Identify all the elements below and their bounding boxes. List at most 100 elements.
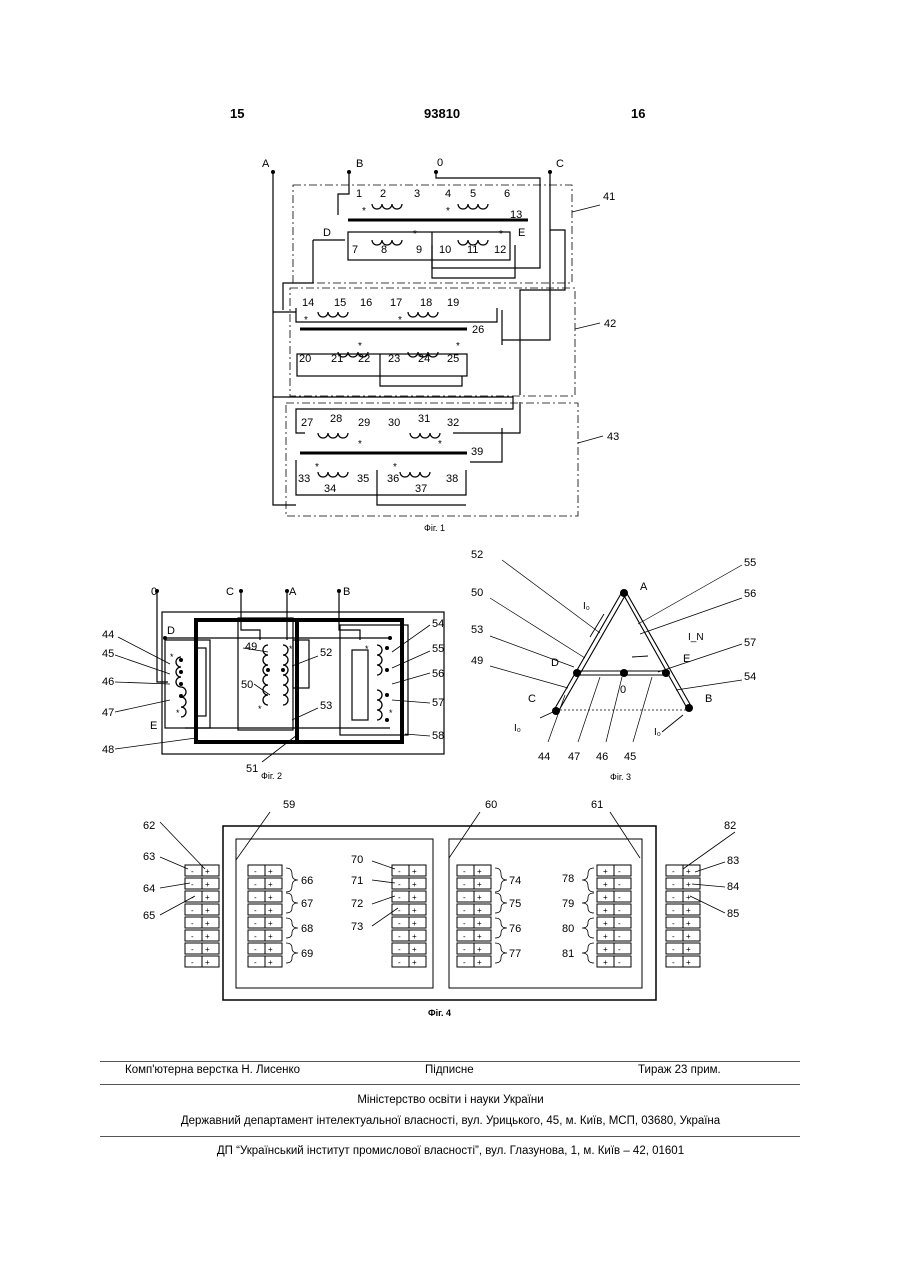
ref-label-fig2-labels-2: 46 <box>102 676 114 688</box>
ref-label-fig4-labels-7: 66 <box>301 875 313 887</box>
footer-ministry: Міністерство освіти і науки України <box>0 1094 901 1106</box>
ref-label-fig4-labels-10: 69 <box>301 948 313 960</box>
ref-label-fig3-labels-9: 47 <box>568 751 580 763</box>
svg-text:*: * <box>258 704 262 714</box>
figure-3: A B C D E 0 I₀ I₀ I₀ I_N 52 50 53 49 55 … <box>471 549 756 782</box>
ref-label-fig4-labels-26: 85 <box>727 908 739 920</box>
ref-label-fig4-labels-11: 70 <box>351 854 363 866</box>
fig1-terminal-e: E <box>518 227 525 239</box>
footer-rule-2 <box>100 1084 800 1085</box>
ref-label-fig4-labels-0: 59 <box>283 799 295 811</box>
ref-label-fig3-labels-0: 52 <box>471 549 483 561</box>
ref-label-fig1-t1-row2-0: 7 <box>352 244 358 256</box>
ref-label-fig4-labels-21: 80 <box>562 923 574 935</box>
footer-circulation: Тираж 23 прим. <box>638 1064 721 1076</box>
ref-label-fig1-t1-row1-4: 5 <box>470 188 476 200</box>
ref-label-fig4-labels-16: 75 <box>509 898 521 910</box>
ref-label-fig4-labels-5: 64 <box>143 883 155 895</box>
fig2-terminal-a: A <box>289 586 297 598</box>
ref-label-fig1-t3-row2-2: 35 <box>357 473 369 485</box>
fig3-vertex-d: D <box>551 657 559 669</box>
ref-label-fig2-labels-8: 52 <box>320 647 332 659</box>
ref-label-fig4-labels-17: 76 <box>509 923 521 935</box>
ref-label-fig1-t2-row2-0: 20 <box>299 353 311 365</box>
fig1-terminal-b: B <box>356 158 363 170</box>
footer-signed: Підписне <box>425 1064 474 1076</box>
svg-text:*: * <box>446 206 450 217</box>
ref-label-fig1-t2-row2-1: 21 <box>331 353 343 365</box>
ref-label-fig3-labels-6: 57 <box>744 637 756 649</box>
ref-label-fig1-t2-core: 26 <box>472 324 484 336</box>
ref-label-fig2-labels-6: 50 <box>241 679 253 691</box>
ref-label-fig1-t3-core: 39 <box>471 446 483 458</box>
ref-label-fig4-labels-8: 67 <box>301 898 313 910</box>
figure-4: 59 60 61 62 63 64 65 66 67 68 69 70 71 7… <box>143 799 739 1018</box>
ref-label-fig1-t3-row1-4: 31 <box>418 413 430 425</box>
fig2-terminal-e: E <box>150 720 157 732</box>
ref-label-fig2-labels-1: 45 <box>102 648 114 660</box>
ref-label-fig2-labels-10: 54 <box>432 618 444 630</box>
svg-text:*: * <box>304 315 308 326</box>
ref-label-fig1-t1-row1-3: 4 <box>445 188 451 200</box>
fig2-terminal-d: D <box>167 625 175 637</box>
ref-label-fig4-labels-13: 72 <box>351 898 363 910</box>
ref-label-fig1-t3-row2-0: 33 <box>298 473 310 485</box>
footer-department: Державний департамент інтелектуальної вл… <box>0 1115 901 1127</box>
fig3-current-c: I₀ <box>514 723 521 734</box>
fig3-caption: Фіг. 3 <box>610 772 631 782</box>
ref-label-fig3-labels-3: 49 <box>471 655 483 667</box>
fig4-caption: Фіг. 4 <box>428 1008 451 1018</box>
ref-label-fig2-labels-13: 57 <box>432 697 444 709</box>
fig1-terminal-c: C <box>556 158 564 170</box>
ref-label-fig1-t1-core: 13 <box>510 209 522 221</box>
svg-text:*: * <box>365 644 369 654</box>
svg-text:*: * <box>176 708 180 718</box>
ref-label-fig1-t2-row1-0: 14 <box>302 297 314 309</box>
ref-label-fig1-t1-row2-5: 12 <box>494 244 506 256</box>
ref-label-fig4-labels-18: 77 <box>509 948 521 960</box>
ref-label-fig4-labels-22: 81 <box>562 948 574 960</box>
ref-label-fig1-t2-row1-1: 15 <box>334 297 346 309</box>
ref-label-fig1-t2-row1-4: 18 <box>420 297 432 309</box>
ref-label-fig3-labels-10: 46 <box>596 751 608 763</box>
ref-label-fig1-t2-row2-3: 23 <box>388 353 400 365</box>
figure-1: A B 0 C 41 42 43 <box>262 157 619 533</box>
ref-label-fig2-labels-3: 47 <box>102 707 114 719</box>
fig2-caption: Фіг. 2 <box>261 771 282 781</box>
ref-label-fig4-labels-25: 84 <box>727 881 739 893</box>
ref-label-fig2-labels-11: 55 <box>432 643 444 655</box>
ref-label-fig1-t3-row2-5: 38 <box>446 473 458 485</box>
ref-label-fig1-t3-row1-5: 32 <box>447 417 459 429</box>
ref-label-fig1-t2-row1-5: 19 <box>447 297 459 309</box>
svg-text:*: * <box>438 439 442 450</box>
ref-label-fig4-labels-23: 82 <box>724 820 736 832</box>
ref-label-fig1-t1-row1-0: 1 <box>356 188 362 200</box>
footer-rule-3 <box>100 1136 800 1137</box>
ref-label-fig1-t1-row2-4: 11 <box>467 244 478 256</box>
ref-label-fig1-t2-row1-2: 16 <box>360 297 372 309</box>
svg-text:*: * <box>389 708 393 718</box>
fig1-ref-43: 43 <box>607 431 619 443</box>
ref-label-fig1-t1-row1-1: 2 <box>380 188 386 200</box>
ref-label-fig4-labels-15: 74 <box>509 875 521 887</box>
ref-label-fig3-labels-11: 45 <box>624 751 636 763</box>
ref-label-fig2-labels-0: 44 <box>102 629 114 641</box>
footer-layout: Комп'ютерна верстка Н. Лисенко <box>125 1064 300 1076</box>
fig1-ref-42: 42 <box>604 318 616 330</box>
ref-label-fig4-labels-14: 73 <box>351 921 363 933</box>
ref-label-fig2-labels-12: 56 <box>432 668 444 680</box>
svg-text:*: * <box>456 341 460 352</box>
ref-label-fig2-labels-7: 51 <box>246 763 258 775</box>
ref-label-fig1-t2-row2-5: 25 <box>447 353 459 365</box>
fig2-terminal-c: C <box>226 586 234 598</box>
ref-label-fig3-labels-4: 55 <box>744 557 756 569</box>
ref-label-fig1-t1-row1-5: 6 <box>504 188 510 200</box>
ref-label-fig1-t1-row2-3: 10 <box>439 244 451 256</box>
ref-label-fig4-labels-4: 63 <box>143 851 155 863</box>
ref-label-fig4-labels-9: 68 <box>301 923 313 935</box>
ref-label-fig4-labels-3: 62 <box>143 820 155 832</box>
fig2-terminal-b: B <box>343 586 350 598</box>
ref-label-fig4-labels-12: 71 <box>351 875 363 887</box>
ref-label-fig1-t3-row1-3: 30 <box>388 417 400 429</box>
